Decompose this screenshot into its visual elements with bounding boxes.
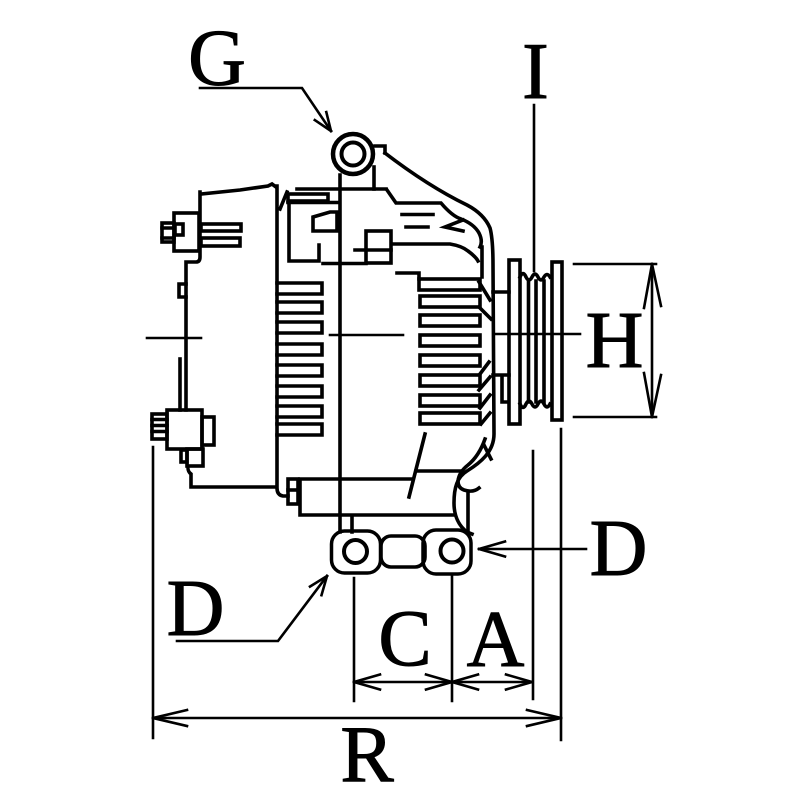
svg-text:D: D (167, 565, 225, 653)
svg-text:I: I (522, 28, 549, 116)
svg-text:H: H (586, 297, 644, 385)
svg-text:C: C (378, 595, 431, 683)
svg-text:D: D (590, 505, 648, 593)
svg-text:R: R (340, 711, 394, 799)
svg-text:A: A (467, 596, 525, 684)
svg-text:G: G (188, 15, 246, 103)
